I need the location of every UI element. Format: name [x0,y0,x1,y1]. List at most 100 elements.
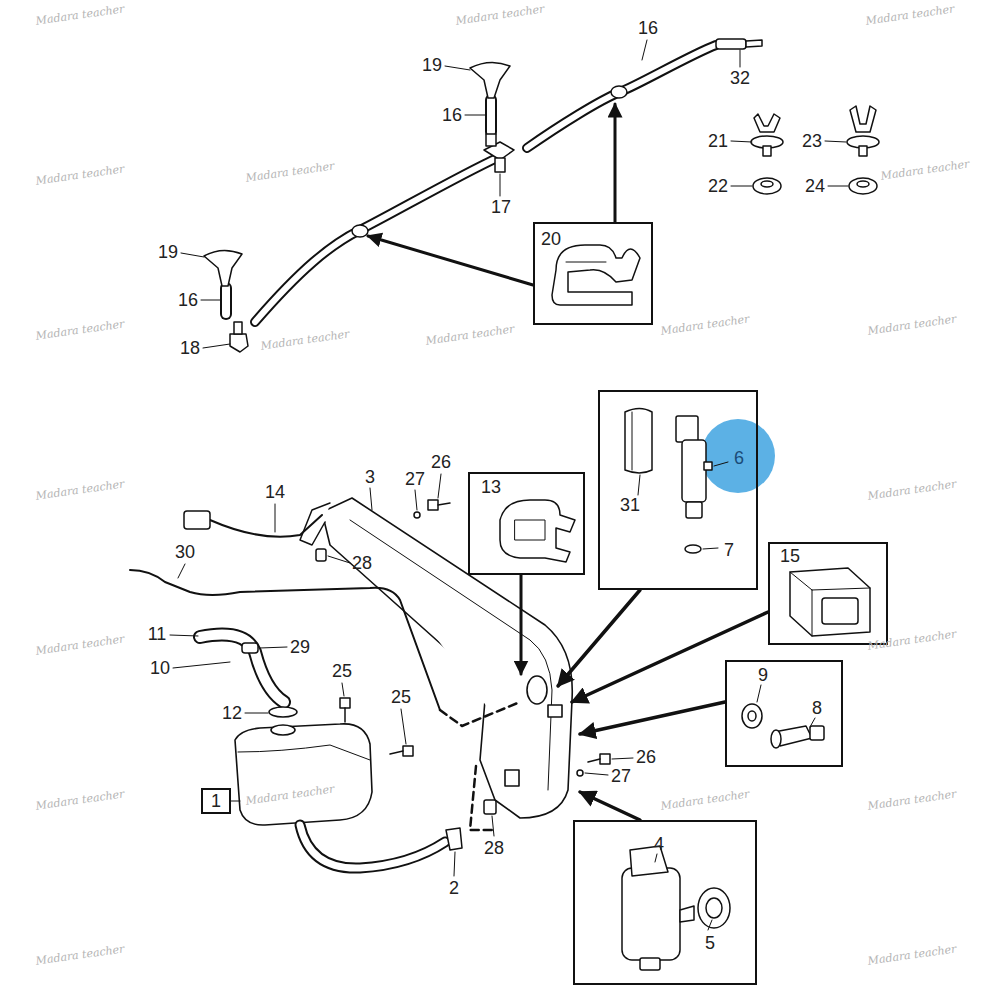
pointer-arrow [572,612,768,702]
watermark: Madara teacher [35,2,125,27]
tank [238,745,370,760]
callout-number: 4 [654,835,664,853]
leader-line [203,344,230,348]
watermark: Madara teacher [880,157,970,182]
fasteners [340,698,350,708]
fasteners [588,759,600,762]
watermark: Madara teacher [660,787,750,812]
reservoir [505,770,519,786]
watermark: Madara teacher [35,942,125,967]
filler-hose [200,635,462,869]
leader-line [638,462,728,549]
pump-motor-drawing [706,898,722,918]
callout-number: 31 [620,496,640,514]
leader-line [638,475,640,495]
pointer-arrow [558,590,640,686]
highlight-circle [701,419,775,493]
fasteners [414,512,420,518]
fasteners [403,746,413,756]
pump-drawing [685,545,701,553]
pump-motor-drawing [640,958,660,970]
inset-box: 20 [533,222,653,325]
pump-drawing [632,412,633,470]
washer-hose [210,515,322,537]
hose-connector [716,39,746,49]
clip-parts [754,114,780,132]
clamp-drawing [515,520,545,540]
washer-hose [184,511,210,529]
washer-hose [527,45,716,148]
callout-number: 7 [724,541,734,559]
callout-number: 19 [158,243,178,261]
pointer-arrow [368,236,533,285]
callout-number: 28 [352,554,372,572]
fasteners [390,751,403,754]
watermark: Madara teacher [260,327,350,352]
watermark: Madara teacher [245,159,335,184]
leader-line [173,662,230,668]
watermark: Madara teacher [867,477,957,502]
leader-line [810,718,815,727]
callout-number: 9 [758,666,768,684]
leader-line [178,564,185,578]
leader-line [328,556,350,563]
washer-hose [527,45,716,148]
clamp-drawing [500,500,575,562]
inset-box: 6317 [598,390,758,590]
callout-number: 3 [365,468,375,486]
callout-number: 17 [491,198,511,216]
leader-line [170,635,198,636]
clip-parts [761,181,773,187]
nozzle [470,62,510,98]
leader-line [415,490,417,510]
leader-line [401,709,406,744]
leader-line [370,488,372,510]
callout-number: 12 [222,704,242,722]
watermark: Madara teacher [865,2,955,27]
leader-line [500,174,501,196]
tee-piece [495,158,505,172]
leader-line [245,713,268,714]
callout-number: 10 [150,659,170,677]
leader-line [612,758,633,759]
callout-number: 21 [708,132,728,150]
washer-hose [440,702,520,726]
watermark: Madara teacher [425,322,515,347]
leader-line [438,474,441,498]
callout-number: 29 [290,638,310,656]
callout-number: 24 [805,177,825,195]
pointer-arrow [368,104,615,285]
leader-line [757,685,761,702]
nozzle [204,62,510,352]
pump-motor-drawing [698,888,730,928]
leader-line [655,854,657,862]
callout-number: 16 [178,291,198,309]
watermark: Madara teacher [35,787,125,812]
hose-connector [716,39,762,49]
leader-line [731,186,752,187]
leader-line [445,66,470,70]
connector-drawing [790,568,870,636]
watermark: Madara teacher [35,162,125,187]
washer-hose [255,158,497,322]
tank [235,724,372,825]
fasteners [438,503,450,505]
callout-number: 16 [638,19,658,37]
clamp-drawing [500,500,575,562]
washer-hose [130,570,440,710]
washer-hose [222,288,230,314]
nozzle [234,322,242,334]
pump-drawing [686,502,702,518]
callout-number: 15 [780,547,800,565]
leader-line [708,920,712,930]
sensor-drawing [810,726,824,740]
watermark: Madara teacher [660,312,750,337]
pump-motor-drawing [622,868,680,960]
leader-line [585,773,608,775]
leader-line [454,852,455,876]
leader-line [181,40,848,348]
callout-number: 23 [802,132,822,150]
watermark: Madara teacher [867,787,957,812]
callout-number: 14 [265,483,285,501]
hose-connector [746,40,762,47]
